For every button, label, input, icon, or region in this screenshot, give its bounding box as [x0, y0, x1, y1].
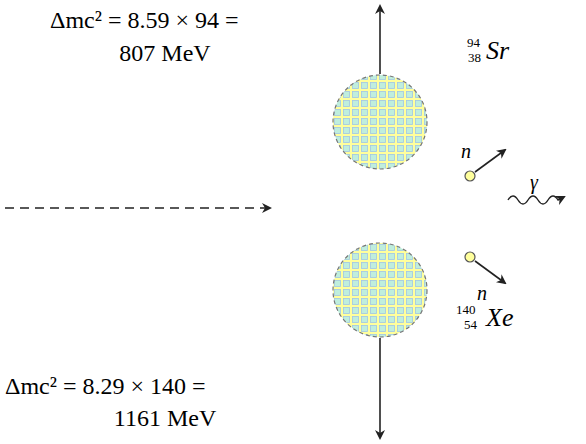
neutron-dot: [465, 171, 475, 181]
atomic-number: 38: [468, 51, 481, 64]
neutron-arrow: [475, 150, 505, 172]
gamma-wave: [508, 196, 564, 204]
mass-number: 94: [467, 36, 480, 49]
atomic-number: 54: [464, 318, 477, 331]
neutron-label: n: [477, 283, 487, 303]
energy-equation: Δmc² = 8.29 × 140 =: [5, 374, 206, 398]
sr-nucleus: [333, 75, 427, 169]
incoming-neutron-path: [5, 207, 270, 209]
energy-equation: Δmc² = 8.59 × 94 =: [50, 8, 239, 32]
energy-value: 807 MeV: [119, 41, 210, 65]
xe-recoil-arrow: [379, 338, 381, 438]
element-symbol: Xe: [486, 305, 513, 331]
neutron-dot: [465, 252, 475, 262]
xe-nucleus: [333, 243, 427, 337]
neutron-arrow: [475, 261, 505, 283]
element-symbol: Sr: [486, 38, 509, 64]
gamma-label: γ: [530, 172, 538, 192]
mass-number: 140: [456, 303, 476, 316]
sr-recoil-arrow: [379, 6, 381, 74]
neutron-label: n: [461, 141, 471, 161]
energy-value: 1161 MeV: [114, 406, 216, 430]
